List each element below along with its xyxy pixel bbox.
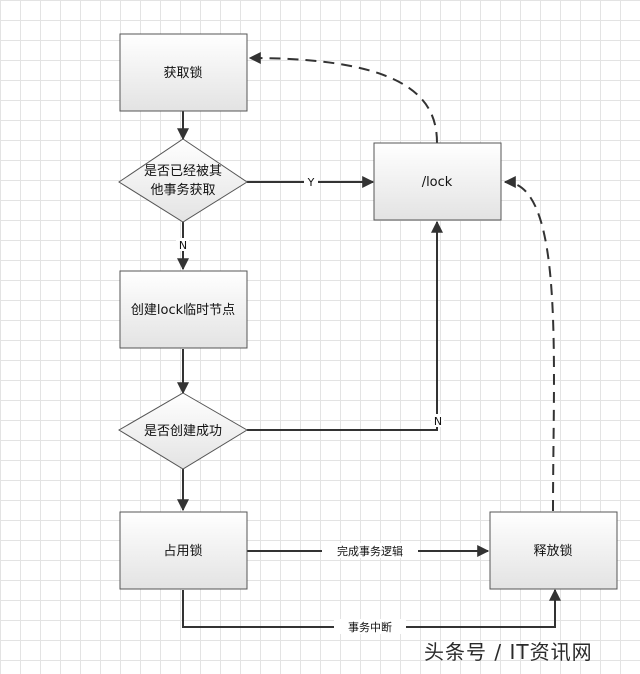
edge-label-yes: Y (307, 176, 315, 189)
node-acquire-lock-label: 获取锁 (163, 65, 202, 81)
node-lock-label: /lock (422, 175, 453, 190)
edge-label-interrupted: 事务中断 (348, 620, 392, 634)
node-release-lock-label: 释放锁 (533, 543, 572, 559)
node-create-temp-node: 创建lock临时节点 (119, 270, 248, 349)
node-held-by-other-decision: 是否已经被其 他事务获取 (118, 138, 248, 223)
edge-success-to-lock-no (247, 220, 443, 431)
watermark: 头条号 / IT资讯网 (424, 640, 593, 664)
node-hold-lock-label: 占用锁 (163, 543, 202, 559)
node-acquire-lock: 获取锁 (119, 33, 248, 112)
node-lock: /lock (373, 142, 502, 221)
edge-label-no-right: N (434, 415, 442, 428)
node-hold-lock: 占用锁 (119, 511, 248, 590)
node-create-temp-node-label: 创建lock临时节点 (131, 303, 235, 318)
node-held-by-other-label-2: 他事务获取 (150, 182, 215, 198)
edge-release-to-lock-dashed (503, 176, 555, 512)
edge-label-complete-logic: 完成事务逻辑 (337, 544, 403, 558)
node-release-lock: 释放锁 (489, 511, 618, 590)
node-create-success-decision: 是否创建成功 (118, 392, 248, 470)
node-create-success-label: 是否创建成功 (144, 424, 222, 439)
edge-label-no-down: N (179, 239, 187, 252)
edge-lock-to-acquire-dashed (248, 52, 438, 144)
node-held-by-other-label-1: 是否已经被其 (144, 164, 222, 179)
